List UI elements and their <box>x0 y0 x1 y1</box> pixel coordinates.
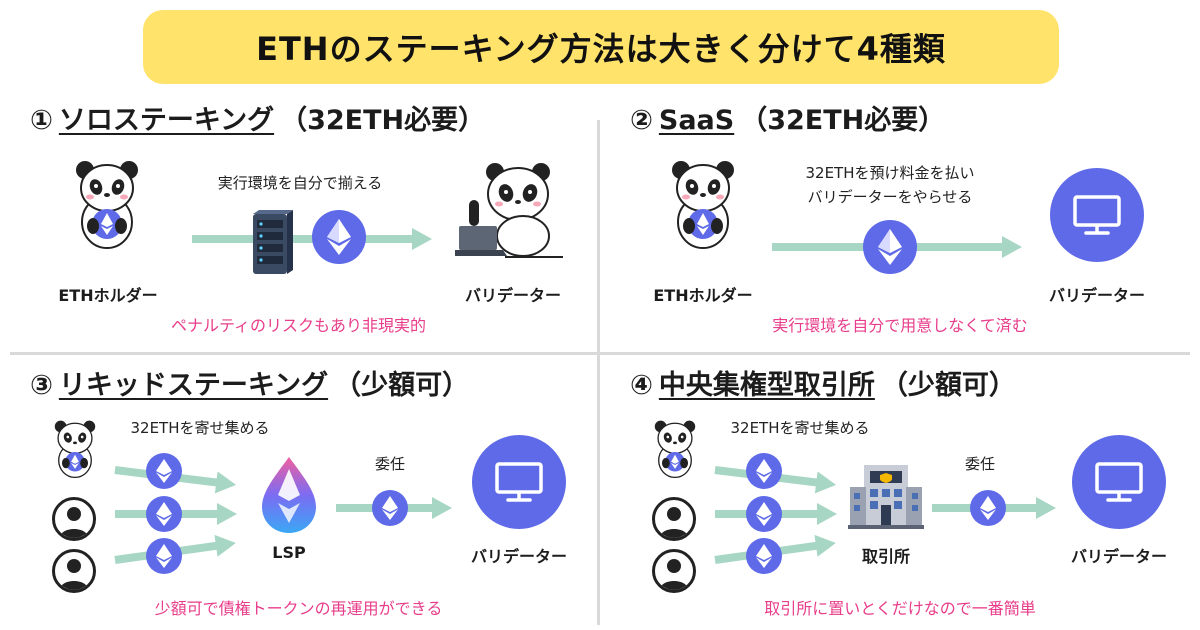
validator-label: バリデーター <box>464 286 561 305</box>
monitor-icon <box>1072 435 1166 529</box>
exchange-building-icon <box>848 459 924 535</box>
validator-label: バリデーター <box>470 547 567 566</box>
lido-drop-icon <box>258 455 320 539</box>
lsp-label: LSP <box>272 543 306 562</box>
panda-holding-eth-icon <box>668 160 738 256</box>
eth-icon <box>746 496 782 532</box>
monitor-icon <box>472 435 566 529</box>
caption-collect: 32ETHを寄せ集める <box>130 419 270 437</box>
eth-icon <box>746 453 782 489</box>
flow-arrow <box>192 228 432 250</box>
eth-icon <box>863 220 917 274</box>
caption-collect: 32ETHを寄せ集める <box>730 419 870 437</box>
section-note: 取引所に置いとくだけなので一番簡単 <box>764 599 1036 618</box>
section-requirement: （32ETH必要） <box>280 105 486 136</box>
section-requirement: （32ETH必要） <box>740 105 946 136</box>
section-heading: ③ リキッドステーキング （少額可） <box>30 363 469 402</box>
panda-holding-eth-icon <box>72 160 142 256</box>
eth-icon <box>372 490 408 526</box>
section-centralized-exchange: ④ 中央集権型取引所 （少額可） 32ETHを寄せ集める <box>600 355 1200 630</box>
validator-label: バリデーター <box>1070 547 1167 566</box>
page-title: ETHのステーキング方法は大きく分けて4種類 <box>143 10 1059 84</box>
section-heading: ② SaaS （32ETH必要） <box>630 98 945 137</box>
validator-label: バリデーター <box>1048 286 1145 305</box>
caption-line-1: 32ETHを預け料金を払い <box>805 164 975 182</box>
monitor-icon <box>1050 168 1144 262</box>
vertical-divider <box>597 120 600 625</box>
section-note: 実行環境を自分で用意しなくて済む <box>772 316 1028 335</box>
section-name: ソロステーキング <box>58 105 275 136</box>
section-requirement: （少額可） <box>880 370 1016 401</box>
section-liquid-staking: ③ リキッドステーキング （少額可） 32ETHを寄せ集める <box>0 355 597 630</box>
eth-icon <box>312 210 366 264</box>
eth-icon <box>970 490 1006 526</box>
user-icon <box>52 549 96 593</box>
section-solo-staking: ① ソロステーキング （32ETH必要） ETHホルダー 実行環境を自分で揃える <box>0 90 597 352</box>
holder-label: ETHホルダー <box>58 286 158 305</box>
section-heading: ① ソロステーキング （32ETH必要） <box>30 98 485 137</box>
section-number: ② <box>630 105 653 136</box>
eth-icon <box>146 538 182 574</box>
section-heading: ④ 中央集権型取引所 （少額可） <box>630 363 1016 402</box>
section-requirement: （少額可） <box>334 370 470 401</box>
section-number: ① <box>30 105 53 136</box>
user-icon <box>52 497 96 541</box>
section-name: SaaS <box>658 105 735 136</box>
horizontal-divider <box>10 352 1190 355</box>
user-icon <box>652 497 696 541</box>
section-number: ③ <box>30 370 53 401</box>
user-icon <box>652 549 696 593</box>
section-name: リキッドステーキング <box>58 370 329 401</box>
panda-holding-eth-icon <box>652 420 698 484</box>
eth-icon <box>146 453 182 489</box>
exchange-label: 取引所 <box>861 547 910 566</box>
eth-icon <box>746 538 782 574</box>
section-note: 少額可で債権トークンの再運用ができる <box>154 599 443 618</box>
section-number: ④ <box>630 370 653 401</box>
holder-label: ETHホルダー <box>653 286 753 305</box>
server-icon <box>250 210 296 280</box>
caption-delegate: 委任 <box>374 455 405 473</box>
eth-icon <box>146 496 182 532</box>
caption-delegate: 委任 <box>964 455 995 473</box>
caption: 実行環境を自分で揃える <box>217 174 383 192</box>
section-name: 中央集権型取引所 <box>658 370 875 401</box>
section-saas: ② SaaS （32ETH必要） ETHホルダー 32ETHを預け料金を払い バ… <box>600 90 1200 352</box>
section-note: ペナルティのリスクもあり非現実的 <box>170 316 427 335</box>
panda-laptop-icon <box>451 160 565 264</box>
caption-line-2: バリデーターをやらせる <box>807 188 973 206</box>
panda-holding-eth-icon <box>52 420 98 484</box>
